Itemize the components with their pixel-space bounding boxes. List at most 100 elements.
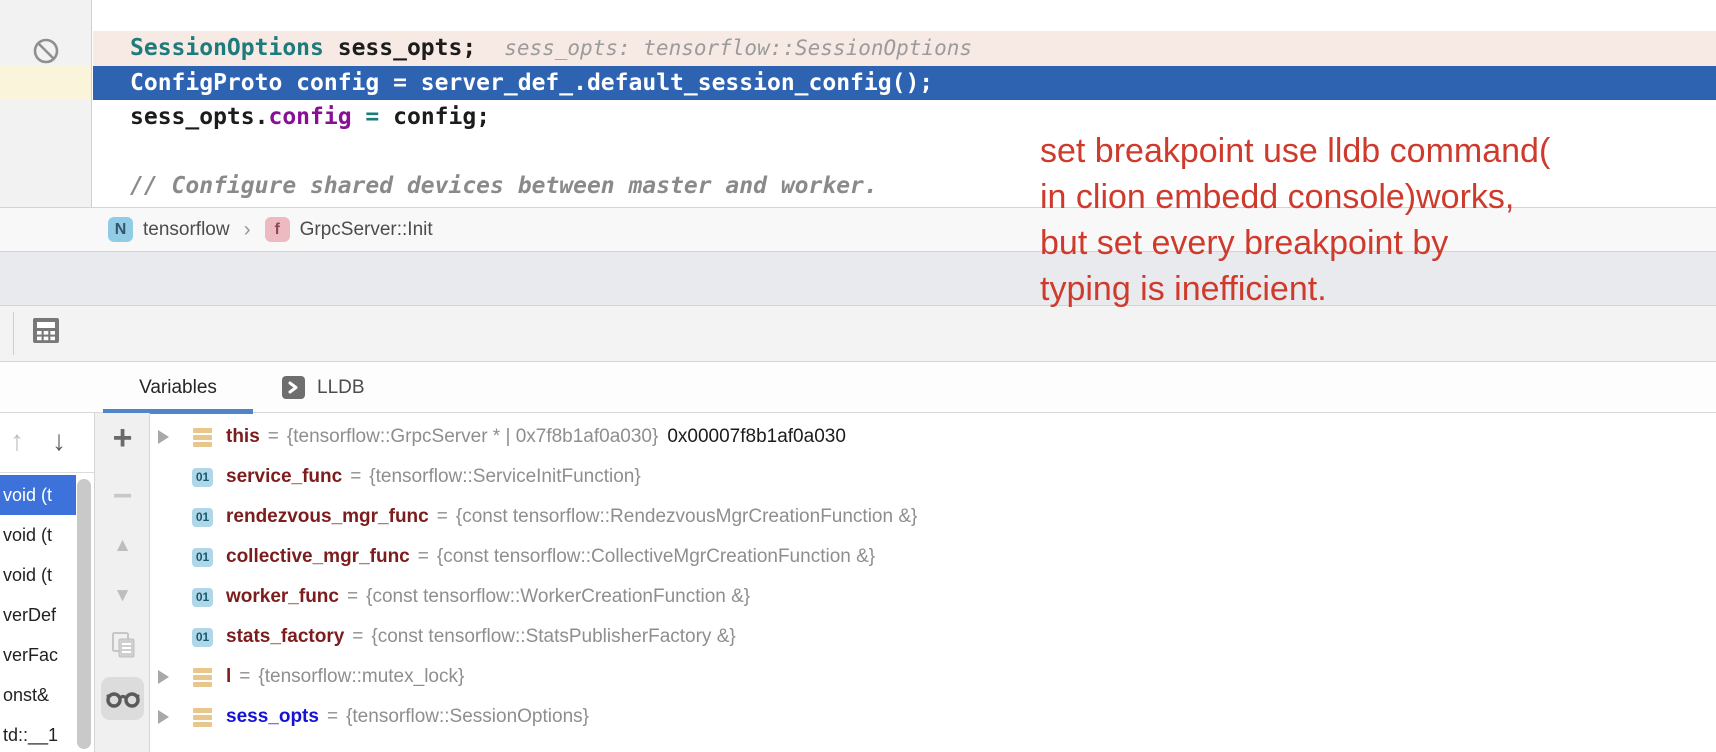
frame-row[interactable]: void (t bbox=[3, 525, 53, 545]
variable-value: {tensorflow::ServiceInitFunction} bbox=[369, 466, 641, 487]
tab-label: Variables bbox=[139, 376, 217, 398]
variable-name: l bbox=[226, 666, 232, 687]
editor-gutter[interactable] bbox=[0, 0, 92, 207]
variable-row[interactable]: l={tensorflow::mutex_lock} bbox=[151, 657, 1716, 697]
equals-sign: = bbox=[346, 586, 359, 607]
move-up-button[interactable]: ▲ bbox=[113, 535, 132, 556]
active-tab-underline bbox=[103, 409, 253, 414]
variables-list: this={tensorflow::GrpcServer * | 0x7f8b1… bbox=[151, 417, 1716, 737]
code-token: sess_opts; bbox=[323, 35, 477, 61]
frame-row[interactable]: td::__1 bbox=[3, 725, 59, 745]
add-watch-button[interactable]: + bbox=[112, 419, 133, 457]
equals-sign: = bbox=[352, 626, 364, 647]
code-token: ConfigProto config = server_def_.default… bbox=[130, 70, 934, 96]
variable-value: {tensorflow::GrpcServer * | 0x7f8b1af0a0… bbox=[286, 426, 659, 447]
struct-icon-bar bbox=[193, 441, 212, 447]
code-token: // Configure shared devices between mast… bbox=[130, 173, 878, 199]
function-icon: 01 bbox=[192, 627, 213, 647]
tab-label: LLDB bbox=[317, 376, 365, 398]
struct-icon bbox=[193, 427, 212, 447]
struct-icon-bar bbox=[193, 714, 212, 720]
variable-name: rendezvous_mgr_func bbox=[226, 506, 429, 527]
frame-row[interactable]: onst& bbox=[3, 685, 50, 705]
frames-toolbar: ↑ ↓ bbox=[0, 413, 94, 473]
chevron-right-icon: › bbox=[243, 217, 251, 241]
frames-panel: ↑ ↓ void (t void (t void (t verDef verFac ons… bbox=[0, 413, 95, 752]
struct-icon-bar bbox=[193, 721, 212, 727]
expander-icon[interactable] bbox=[158, 430, 180, 444]
expander-icon[interactable] bbox=[158, 710, 180, 724]
variable-value: {const tensorflow::CollectiveMgrCreation… bbox=[436, 546, 876, 567]
inline-debug-hint: sess_opts: tensorflow::SessionOptions bbox=[504, 36, 972, 60]
code-token: config bbox=[268, 104, 352, 130]
struct-icon-bar bbox=[193, 681, 212, 687]
expander-spacer bbox=[158, 470, 180, 484]
equals-sign: = bbox=[350, 466, 362, 487]
debug-session-band bbox=[0, 306, 1716, 362]
function-icon: 01 bbox=[192, 587, 213, 607]
code-editor[interactable]: SessionOptions sess_opts; sess_opts: tens… bbox=[0, 0, 1716, 207]
equals-sign: = bbox=[436, 506, 448, 527]
code-token: config; bbox=[393, 104, 491, 130]
annotation-text: set breakpoint use lldb command( in clio… bbox=[1040, 128, 1700, 312]
breadcrumb-label: tensorflow bbox=[143, 218, 230, 240]
struct-icon-bar bbox=[193, 707, 212, 713]
frames-scrollbar[interactable] bbox=[77, 479, 91, 749]
code-line[interactable]: ConfigProto config = server_def_.default… bbox=[93, 66, 1716, 100]
frame-row[interactable]: void (t bbox=[0, 475, 76, 515]
annotation-line: set breakpoint use lldb command( bbox=[1040, 132, 1551, 170]
variable-name: worker_func bbox=[226, 586, 339, 607]
expander-icon[interactable] bbox=[158, 670, 180, 684]
variable-row[interactable]: this={tensorflow::GrpcServer * | 0x7f8b1… bbox=[151, 417, 1716, 457]
remove-watch-button[interactable]: − bbox=[112, 477, 133, 515]
frame-row[interactable]: void (t bbox=[3, 565, 53, 585]
variable-name: collective_mgr_func bbox=[226, 546, 410, 567]
breadcrumb-item-function[interactable]: f GrpcServer::Init bbox=[264, 217, 433, 242]
equals-sign: = bbox=[326, 706, 339, 727]
code-token: SessionOptions bbox=[130, 35, 324, 61]
variables-toolbar: + − ▲ ▼ bbox=[95, 413, 150, 752]
debug-panel: Variables LLDB ↑ ↓ void (t void (t void (t… bbox=[0, 362, 1716, 752]
equals-sign: = bbox=[267, 426, 279, 447]
struct-icon-bar bbox=[193, 667, 212, 673]
variable-value: {const tensorflow::StatsPublisherFactory… bbox=[371, 626, 736, 647]
variable-address: 0x00007f8b1af0a030 bbox=[667, 426, 846, 447]
code-token: = bbox=[351, 104, 394, 130]
struct-icon-bar bbox=[193, 434, 212, 440]
navigate-up-button[interactable]: ↑ bbox=[10, 425, 24, 456]
annotation-line: but set every breakpoint by bbox=[1040, 224, 1449, 262]
variable-name: service_func bbox=[226, 466, 343, 487]
navigate-down-button[interactable]: ↓ bbox=[52, 425, 66, 456]
code-lines: SessionOptions sess_opts; sess_opts: tens… bbox=[93, 0, 1716, 207]
variable-row[interactable]: sess_opts={tensorflow::SessionOptions} bbox=[151, 697, 1716, 737]
variable-name: sess_opts bbox=[226, 706, 319, 727]
tab-lldb[interactable]: LLDB bbox=[282, 362, 365, 413]
move-down-button[interactable]: ▼ bbox=[113, 585, 132, 606]
tab-variables[interactable]: Variables bbox=[103, 362, 253, 414]
struct-icon bbox=[193, 707, 212, 727]
layout-settings-button[interactable] bbox=[32, 317, 60, 344]
debug-toolbar-band bbox=[0, 252, 1716, 306]
expander-spacer bbox=[158, 630, 180, 644]
code-line[interactable]: sess_opts.config = config; bbox=[93, 100, 1716, 134]
show-watches-toggle[interactable] bbox=[101, 677, 144, 720]
frame-row[interactable]: verFac bbox=[3, 645, 59, 665]
code-line[interactable]: // Configure shared devices between mast… bbox=[93, 169, 1716, 203]
copy-button[interactable] bbox=[95, 631, 150, 659]
no-breakpoint-icon[interactable] bbox=[32, 37, 60, 65]
breadcrumb-item-namespace[interactable]: N tensorflow bbox=[108, 217, 230, 242]
frame-row[interactable]: verDef bbox=[3, 605, 57, 625]
code-token: sess_opts. bbox=[130, 104, 269, 130]
annotation-line: in clion embedd console)works, bbox=[1040, 178, 1515, 216]
function-icon: 01 bbox=[192, 547, 213, 567]
gutter-execution-highlight bbox=[0, 66, 91, 100]
struct-icon bbox=[193, 667, 212, 687]
code-line[interactable]: SessionOptions sess_opts; sess_opts: tens… bbox=[93, 31, 1716, 66]
breadcrumb: N tensorflow › f GrpcServer::Init bbox=[0, 207, 1716, 252]
